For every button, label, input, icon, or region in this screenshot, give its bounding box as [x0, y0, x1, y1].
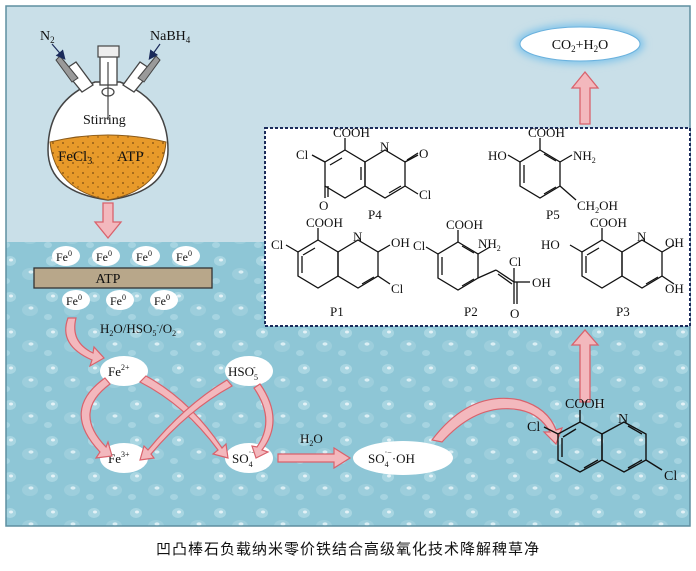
p5-nh2: NH2 — [573, 148, 596, 165]
arrow-water — [277, 446, 352, 470]
arrow-up-to-mineralization — [570, 70, 600, 125]
p2-cl2: Cl — [509, 254, 522, 269]
p2-cooh: COOH — [446, 217, 483, 232]
p2-o: O — [510, 306, 519, 321]
p3-n: N — [637, 229, 647, 244]
fe3-ellipse — [100, 443, 148, 473]
fe0-particle: Fe0 — [56, 249, 72, 264]
quinclorac-cl2: Cl — [664, 469, 677, 484]
molecule-p1 — [285, 228, 391, 289]
p5-label: P5 — [546, 207, 560, 222]
fe0-particle: Fe0 — [110, 293, 126, 308]
quinclorac-cl1: Cl — [527, 420, 540, 435]
p5-cooh: COOH — [528, 125, 565, 140]
p4-cl2: Cl — [419, 187, 432, 202]
atp-support-label: ATP — [96, 272, 121, 287]
molecule-quinclorac — [543, 410, 663, 473]
fe2-ellipse — [100, 356, 148, 386]
p2-label: P2 — [464, 304, 478, 319]
molecule-p2 — [425, 230, 530, 304]
so4-label: SO4·− — [232, 448, 256, 469]
hso5-ellipse — [225, 356, 273, 386]
p4-n: N — [380, 139, 390, 154]
co2-h2o-label: CO2+H2O — [552, 38, 609, 54]
flask-atp-label: ATP — [117, 149, 144, 165]
p2-cl: Cl — [413, 238, 426, 253]
p1-cl: Cl — [271, 237, 284, 252]
p2-oh: OH — [532, 275, 551, 290]
fe0-top-row: Fe0 Fe0 Fe0 Fe0 — [52, 246, 200, 266]
co2-h2o-ellipse — [519, 26, 641, 62]
p5-ch2oh: CH2OH — [577, 198, 618, 215]
atp-support-bar — [33, 267, 213, 289]
p1-label: P1 — [330, 304, 344, 319]
fe0-particle: Fe0 — [176, 249, 192, 264]
molecule-p3 — [569, 228, 675, 289]
so4-oh-label: SO4·−·OH — [368, 448, 415, 469]
quinclorac-n: N — [618, 412, 628, 427]
p1-oh: OH — [391, 235, 410, 250]
arrow-radical-attack — [430, 397, 564, 446]
arrow-hso5-to-so4 — [251, 383, 274, 459]
p4-o1: O — [419, 146, 428, 161]
arrow-fe2-to-so4 — [138, 375, 229, 459]
p5-ho: HO — [488, 148, 507, 163]
fe0-particle: Fe0 — [66, 293, 82, 308]
nabh4-label: NaBH4 — [150, 29, 191, 45]
p1-cooh: COOH — [306, 215, 343, 230]
oxidants-label: H2O/HSO5-/O2 — [100, 321, 176, 338]
so4-oh-ellipse — [353, 441, 453, 475]
p3-oh2: OH — [665, 281, 684, 296]
fe0-particle: Fe0 — [96, 249, 112, 264]
quinclorac-cooh: COOH — [565, 397, 605, 412]
p4-label: P4 — [368, 207, 382, 222]
p1-n: N — [353, 229, 363, 244]
arrow-up-to-products — [570, 329, 600, 403]
molecule-p5 — [507, 138, 577, 201]
p3-label: P3 — [616, 304, 630, 319]
p4-cl: Cl — [296, 147, 309, 162]
p1-cl2: Cl — [391, 281, 404, 296]
molecule-p4 — [311, 138, 419, 199]
p2-nh2: NH2 — [478, 236, 501, 253]
p3-cooh: COOH — [590, 215, 627, 230]
n2-label: N2 — [40, 29, 55, 45]
p3-ho: HO — [541, 237, 560, 252]
arrow-flask-down — [93, 202, 123, 240]
figure-caption: 凹凸棒石负载纳米零价铁结合高级氧化技术降解稗草净 — [155, 540, 540, 558]
fe0-particle: Fe0 — [154, 293, 170, 308]
stirring-label: Stirring — [83, 113, 126, 128]
fecl3-label: FeCl3 — [58, 149, 92, 167]
three-neck-flask — [47, 45, 169, 201]
arrow-hso5-to-fe3 — [139, 379, 233, 461]
arrow-to-fe2 — [65, 317, 105, 368]
hso5-label: HSO5- — [228, 363, 258, 382]
fe0-bottom-row: Fe0 Fe0 Fe0 — [62, 290, 178, 310]
arrow-fe2-to-fe3 — [80, 377, 113, 459]
fe2-label: Fe2+ — [108, 363, 130, 379]
p4-cooh: COOH — [333, 125, 370, 140]
p3-oh1: OH — [665, 235, 684, 250]
water-label: H2O — [300, 431, 323, 448]
p4-o2: O — [319, 198, 328, 213]
fe0-particle: Fe0 — [136, 249, 152, 264]
